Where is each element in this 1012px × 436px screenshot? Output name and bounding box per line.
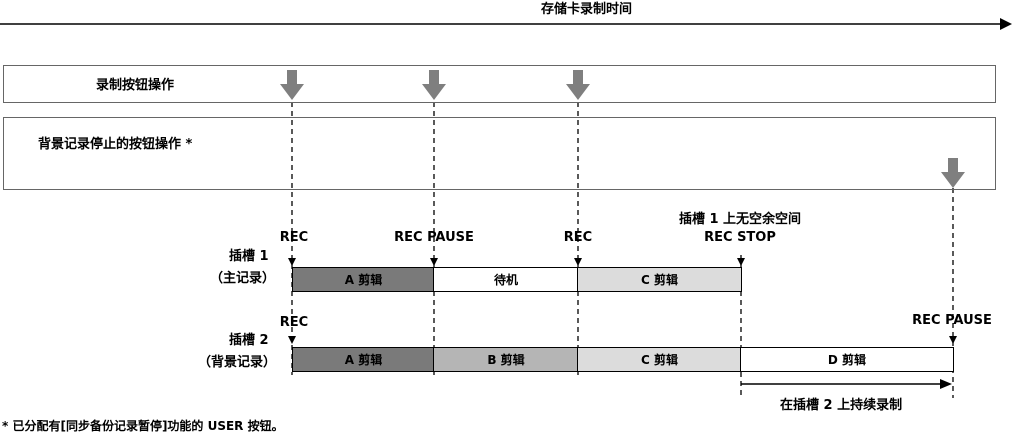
slot2-name: 插槽 2 — [229, 333, 269, 348]
event-label-rec-pause-slot2: REC PAUSE — [912, 313, 992, 328]
event-arrowhead — [949, 336, 957, 344]
slot1-standby: 待机 — [433, 267, 579, 292]
event-arrowhead — [288, 336, 296, 344]
slot2-clip-d: D 剪辑 — [740, 347, 954, 372]
press-arrow-icon — [941, 158, 965, 188]
event-arrowhead — [430, 258, 438, 266]
time-axis-title: 存储卡录制时间 — [541, 2, 633, 17]
slot1-clip-a: A 剪辑 — [292, 267, 435, 292]
time-axis-arrowhead — [1000, 18, 1012, 30]
continue-recording-label: 在插槽 2 上持续录制 — [780, 398, 903, 413]
slot1-name: 插槽 1 — [229, 249, 269, 264]
event-label-rec-2: REC — [563, 230, 593, 245]
event-label-slot1-full: 插槽 1 上无空余空间 — [678, 212, 802, 227]
press-arrow-icon — [566, 70, 590, 100]
slot2-clip-c: C 剪辑 — [577, 347, 742, 372]
rec-button-panel-label: 录制按钮操作 — [96, 78, 175, 93]
bg-stop-panel — [3, 117, 996, 190]
slot2-sub: （背景记录） — [198, 355, 277, 370]
press-arrow-icon — [280, 70, 304, 100]
event-arrowhead — [737, 258, 745, 266]
event-arrowhead — [288, 258, 296, 266]
event-label-rec: REC — [279, 230, 309, 245]
event-label-rec-slot2: REC — [279, 315, 309, 330]
event-label-rec-stop: REC STOP — [704, 230, 776, 245]
slot2-clip-b: B 剪辑 — [433, 347, 579, 372]
slot2-clip-a: A 剪辑 — [292, 347, 435, 372]
slot1-sub: （主记录） — [210, 271, 276, 286]
event-label-rec-pause: REC PAUSE — [394, 230, 474, 245]
continue-recording-arrowhead — [940, 379, 952, 389]
footnote: * 已分配有[同步备份记录暂停]功能的 USER 按钮。 — [2, 419, 284, 433]
press-arrow-icon — [422, 70, 446, 100]
rec-button-panel — [3, 65, 996, 103]
event-arrowhead — [574, 258, 582, 266]
bg-stop-panel-label: 背景记录停止的按钮操作 * — [38, 137, 193, 152]
slot1-clip-c: C 剪辑 — [577, 267, 742, 292]
